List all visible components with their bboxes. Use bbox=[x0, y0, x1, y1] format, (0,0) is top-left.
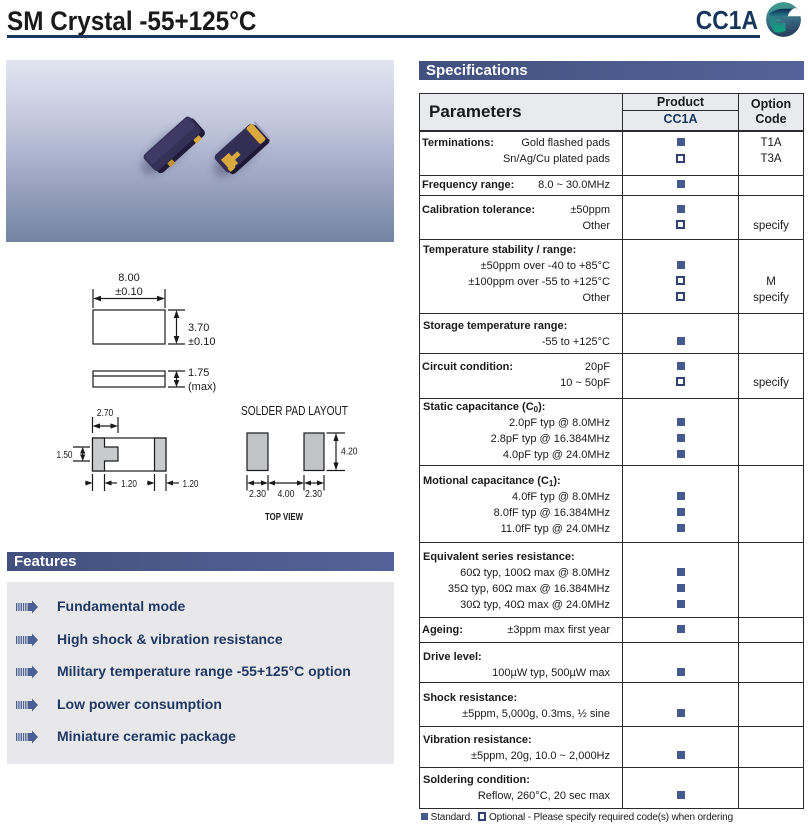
svg-text:±0.10: ±0.10 bbox=[188, 336, 215, 348]
svg-text:2.70: 2.70 bbox=[97, 408, 114, 419]
svg-text:4.20: 4.20 bbox=[341, 447, 358, 458]
svg-text:TOP VIEW: TOP VIEW bbox=[265, 511, 303, 523]
svg-text:1.75: 1.75 bbox=[188, 367, 209, 379]
svg-text:1.50: 1.50 bbox=[57, 450, 73, 461]
svg-text:±0.10: ±0.10 bbox=[115, 286, 142, 298]
svg-text:4.00: 4.00 bbox=[278, 489, 295, 500]
svg-text:2.30: 2.30 bbox=[249, 489, 266, 500]
svg-text:8.00: 8.00 bbox=[118, 272, 139, 284]
svg-text:2.30: 2.30 bbox=[305, 489, 322, 500]
svg-text:1.20: 1.20 bbox=[183, 479, 199, 490]
svg-text:(max): (max) bbox=[188, 381, 216, 393]
svg-text:SOLDER PAD LAYOUT: SOLDER PAD LAYOUT bbox=[241, 404, 348, 418]
svg-text:1.20: 1.20 bbox=[121, 479, 137, 490]
svg-text:3.70: 3.70 bbox=[188, 322, 209, 334]
